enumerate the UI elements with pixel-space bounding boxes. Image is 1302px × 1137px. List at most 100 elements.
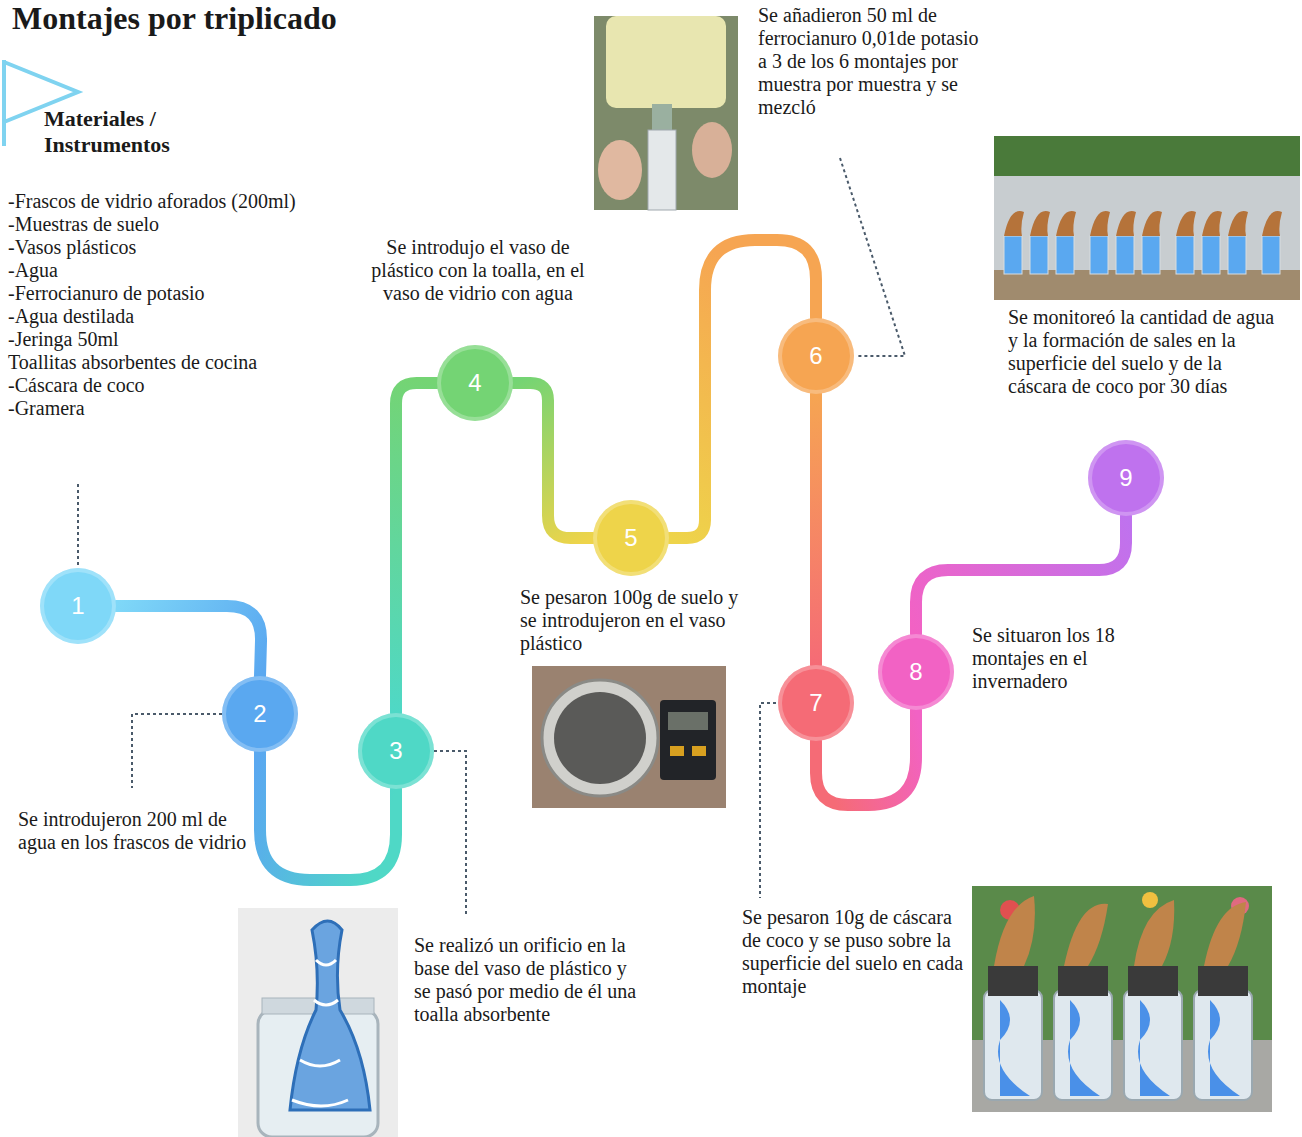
- photo-scale: [692, 746, 706, 756]
- photo-greenhouse: [994, 136, 1300, 300]
- step-circle: 2: [222, 676, 298, 752]
- path-connector: [916, 516, 1126, 634]
- callout-number: 5: [624, 524, 637, 552]
- photo-setups: [1204, 902, 1246, 966]
- photo-scale: [532, 666, 726, 808]
- photo-setups: [1198, 966, 1248, 996]
- photo-scale: [532, 666, 726, 808]
- step-text: Se añadieron 50 ml de ferrocianuro 0,01d…: [758, 4, 990, 119]
- step-circle: 5: [593, 500, 669, 576]
- photo-greenhouse: [1004, 211, 1282, 236]
- photo-setups: [1124, 990, 1182, 1100]
- materials-heading: Materiales / Instrumentos: [44, 106, 224, 158]
- photo-greenhouse: [1030, 236, 1048, 274]
- photo-setups: [972, 886, 1272, 1112]
- callout-number: 6: [809, 342, 822, 370]
- material-item: Toallitas absorbentes de cocina: [8, 351, 300, 374]
- photo-scale: [670, 746, 684, 756]
- photo-setups: [1208, 1000, 1240, 1096]
- step-text: Se introdujeron 200 ml de agua en los fr…: [18, 808, 258, 854]
- material-item: -Vasos plásticos: [8, 236, 300, 259]
- photo-setups: [1064, 904, 1108, 966]
- photo-syringe: [692, 122, 732, 178]
- callout-number: 7: [809, 689, 822, 717]
- photo-greenhouse: [994, 136, 1300, 300]
- photo-syringe: [594, 16, 738, 210]
- leader-line: [760, 703, 776, 898]
- leader-line: [840, 158, 905, 356]
- photo-setups: [994, 896, 1246, 966]
- callout-number: 1: [71, 592, 84, 620]
- callout-number: 2: [253, 700, 266, 728]
- photo-setups: [988, 966, 1038, 996]
- photo-jar-towel: [292, 960, 348, 1106]
- material-item: -Agua destilada: [8, 305, 300, 328]
- photo-setups: [994, 896, 1035, 966]
- step-circle: 6: [778, 318, 854, 394]
- photo-setups: [998, 1000, 1030, 1096]
- photo-greenhouse: [1116, 211, 1136, 236]
- photo-setups: [1058, 966, 1108, 996]
- photo-greenhouse: [1262, 236, 1280, 274]
- step-text: Se introdujo el vaso de plástico con la …: [356, 236, 600, 305]
- material-item: -Gramera: [8, 397, 300, 420]
- photo-setups: [1142, 892, 1158, 908]
- path-connector: [669, 240, 816, 538]
- callout-number: 4: [468, 369, 481, 397]
- photo-greenhouse: [1116, 236, 1134, 274]
- photo-greenhouse: [1004, 211, 1024, 236]
- callout-number: 8: [909, 658, 922, 686]
- photo-greenhouse: [1004, 236, 1022, 274]
- step-text: Se pesaron 100g de suelo y se introdujer…: [520, 586, 742, 655]
- photo-greenhouse: [1142, 236, 1160, 274]
- photo-scale: [660, 700, 716, 780]
- step-circle: 8: [878, 634, 954, 710]
- step-circle: 3: [358, 713, 434, 789]
- path-connector: [513, 383, 593, 538]
- photo-jar-towel: [290, 921, 370, 1110]
- photo-syringe: [594, 16, 738, 210]
- photo-jar-towel: [238, 908, 398, 1137]
- photo-scale: [554, 692, 646, 784]
- photo-greenhouse: [1228, 236, 1246, 274]
- photo-syringe: [606, 16, 726, 108]
- photo-scale: [668, 712, 708, 730]
- diagram-title: Montajes por triplicado: [12, 0, 337, 37]
- photo-greenhouse: [1090, 236, 1108, 274]
- photo-setups: [1194, 990, 1252, 1100]
- photo-greenhouse: [1090, 211, 1110, 236]
- material-item: -Agua: [8, 259, 300, 282]
- path-connector: [396, 383, 437, 713]
- photo-setups: [988, 966, 1248, 996]
- photo-greenhouse: [1202, 236, 1220, 274]
- photo-greenhouse: [1004, 236, 1280, 274]
- flag-icon: [2, 60, 6, 146]
- material-item: -Jeringa 50ml: [8, 328, 300, 351]
- material-item: -Cáscara de coco: [8, 374, 300, 397]
- photo-setups: [984, 990, 1042, 1100]
- material-item: -Muestras de suelo: [8, 213, 300, 236]
- photo-setups: [972, 886, 1272, 1112]
- step-text: Se monitoreó la cantidad de agua y la fo…: [1008, 306, 1280, 398]
- step-circle: 7: [778, 665, 854, 741]
- step-circle: 9: [1088, 440, 1164, 516]
- photo-greenhouse: [1176, 236, 1194, 274]
- path-connector: [810, 394, 822, 665]
- callout-number: 9: [1119, 464, 1132, 492]
- materials-list: -Frascos de vidrio aforados (200ml)-Mues…: [8, 190, 300, 420]
- photo-setups: [1134, 900, 1174, 966]
- photo-jar-towel: [238, 908, 398, 1137]
- callout-number: 3: [389, 737, 402, 765]
- step-text: Se situaron los 18 montajes en el invern…: [972, 624, 1168, 693]
- step-circle: 4: [437, 345, 513, 421]
- photo-greenhouse: [1030, 211, 1050, 236]
- photo-greenhouse: [1176, 211, 1196, 236]
- photo-scale: [542, 680, 658, 796]
- photo-greenhouse: [994, 136, 1300, 176]
- photo-greenhouse: [1228, 211, 1248, 236]
- photo-setups: [1068, 1000, 1100, 1096]
- photo-setups: [998, 1000, 1240, 1096]
- leader-line: [78, 158, 905, 914]
- photo-setups: [1054, 990, 1112, 1100]
- material-item: -Ferrocianuro de potasio: [8, 282, 300, 305]
